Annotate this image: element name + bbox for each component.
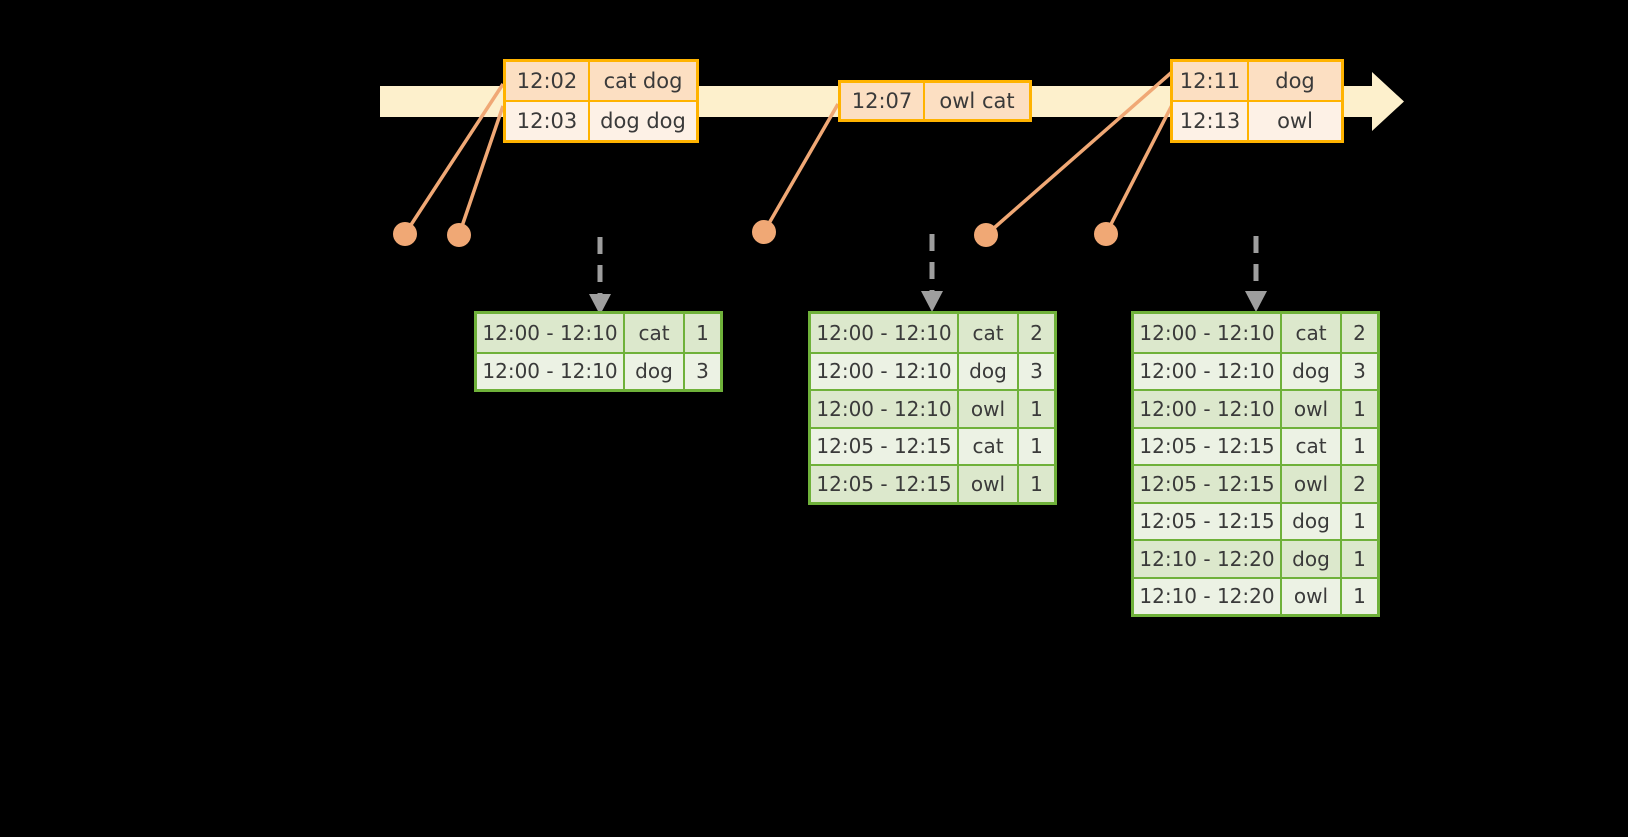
cell-key: cat bbox=[957, 428, 1017, 464]
event-time: 12:02 bbox=[516, 69, 578, 93]
result-table-3[interactable]: 12:00 - 12:10 cat 2 12:00 - 12:10 dog 3 … bbox=[1131, 311, 1380, 617]
cell-count: 2 bbox=[1017, 314, 1054, 352]
event-marker-dot bbox=[974, 223, 998, 247]
cell-window: 12:05 - 12:15 bbox=[816, 471, 952, 496]
cell-window: 12:00 - 12:10 bbox=[1139, 396, 1275, 421]
event-time: 12:03 bbox=[516, 109, 578, 133]
cell-window: 12:00 - 12:10 bbox=[482, 320, 618, 345]
event-row[interactable]: 12:11 dog bbox=[1173, 62, 1341, 100]
cell-count: 3 bbox=[683, 353, 720, 389]
cell-key: dog bbox=[1280, 541, 1340, 577]
cell-key: owl bbox=[1280, 466, 1340, 502]
cell-count: 1 bbox=[1340, 428, 1377, 464]
cell-key: owl bbox=[957, 391, 1017, 427]
event-group-1[interactable]: 12:02 cat dog 12:03 dog dog bbox=[503, 59, 699, 143]
cell-key: dog bbox=[957, 353, 1017, 389]
cell-count: 2 bbox=[1340, 314, 1377, 352]
event-marker-dot bbox=[1094, 222, 1118, 246]
cell-key: owl bbox=[957, 466, 1017, 502]
cell-window: 12:00 - 12:10 bbox=[816, 320, 952, 345]
cell-count: 1 bbox=[1017, 466, 1054, 502]
dashed-arrow-to-table-1 bbox=[589, 237, 611, 315]
table-row[interactable]: 12:05 - 12:15 owl 1 bbox=[811, 464, 1054, 502]
cell-key: owl bbox=[1280, 391, 1340, 427]
connector-line-1 bbox=[403, 83, 505, 235]
cell-count: 3 bbox=[1017, 353, 1054, 389]
cell-key: cat bbox=[1280, 314, 1340, 352]
cell-count: 1 bbox=[1340, 503, 1377, 539]
table-row[interactable]: 12:00 - 12:10 dog 3 bbox=[811, 351, 1054, 389]
event-row[interactable]: 12:07 owl cat bbox=[841, 83, 1029, 119]
cell-window: 12:00 - 12:10 bbox=[816, 359, 952, 384]
cell-window: 12:05 - 12:15 bbox=[1139, 509, 1275, 534]
cell-key: dog bbox=[623, 353, 683, 389]
event-time: 12:07 bbox=[851, 89, 913, 113]
cell-key: cat bbox=[1280, 428, 1340, 464]
table-row[interactable]: 12:10 - 12:20 owl 1 bbox=[1134, 576, 1377, 614]
cell-window: 12:00 - 12:10 bbox=[816, 396, 952, 421]
cell-key: dog bbox=[1280, 353, 1340, 389]
event-value: dog dog bbox=[588, 102, 696, 140]
event-row[interactable]: 12:13 owl bbox=[1173, 100, 1341, 140]
cell-window: 12:05 - 12:15 bbox=[1139, 434, 1275, 459]
cell-window: 12:00 - 12:10 bbox=[1139, 320, 1275, 345]
table-row[interactable]: 12:05 - 12:15 cat 1 bbox=[811, 426, 1054, 464]
event-marker-dot bbox=[447, 223, 471, 247]
cell-count: 3 bbox=[1340, 353, 1377, 389]
dashed-arrow-to-table-3 bbox=[1245, 236, 1267, 312]
cell-count: 1 bbox=[1017, 428, 1054, 464]
table-row[interactable]: 12:10 - 12:20 dog 1 bbox=[1134, 539, 1377, 577]
table-row[interactable]: 12:00 - 12:10 cat 1 bbox=[477, 314, 720, 352]
event-row[interactable]: 12:02 cat dog bbox=[506, 62, 696, 100]
cell-count: 1 bbox=[1340, 578, 1377, 614]
event-marker-dot bbox=[393, 222, 417, 246]
connector-line-2 bbox=[457, 105, 505, 236]
event-row[interactable]: 12:03 dog dog bbox=[506, 100, 696, 140]
table-row[interactable]: 12:05 - 12:15 dog 1 bbox=[1134, 501, 1377, 539]
table-row[interactable]: 12:00 - 12:10 owl 1 bbox=[1134, 389, 1377, 427]
event-value: cat dog bbox=[588, 62, 696, 100]
dashed-arrow-to-table-2 bbox=[921, 234, 943, 312]
event-group-3[interactable]: 12:11 dog 12:13 owl bbox=[1170, 59, 1344, 143]
event-value: dog bbox=[1247, 62, 1341, 100]
event-time: 12:13 bbox=[1179, 109, 1241, 133]
event-time: 12:11 bbox=[1179, 69, 1241, 93]
cell-key: cat bbox=[957, 314, 1017, 352]
connector-line-4 bbox=[984, 70, 1174, 237]
cell-count: 1 bbox=[1340, 391, 1377, 427]
connector-line-5 bbox=[1104, 104, 1174, 235]
event-group-2[interactable]: 12:07 owl cat bbox=[838, 80, 1032, 122]
table-row[interactable]: 12:05 - 12:15 owl 2 bbox=[1134, 464, 1377, 502]
result-table-2[interactable]: 12:00 - 12:10 cat 2 12:00 - 12:10 dog 3 … bbox=[808, 311, 1057, 505]
cell-window: 12:05 - 12:15 bbox=[816, 434, 952, 459]
result-table-1[interactable]: 12:00 - 12:10 cat 1 12:00 - 12:10 dog 3 bbox=[474, 311, 723, 392]
event-value: owl bbox=[1247, 102, 1341, 140]
cell-key: owl bbox=[1280, 578, 1340, 614]
cell-window: 12:10 - 12:20 bbox=[1139, 546, 1275, 571]
connector-line-3 bbox=[762, 103, 840, 233]
cell-count: 2 bbox=[1340, 466, 1377, 502]
table-row[interactable]: 12:00 - 12:10 dog 3 bbox=[477, 351, 720, 389]
cell-window: 12:00 - 12:10 bbox=[1139, 359, 1275, 384]
cell-count: 1 bbox=[1017, 391, 1054, 427]
event-value: owl cat bbox=[923, 83, 1029, 119]
event-marker-dot bbox=[752, 220, 776, 244]
cell-window: 12:05 - 12:15 bbox=[1139, 471, 1275, 496]
table-row[interactable]: 12:05 - 12:15 cat 1 bbox=[1134, 426, 1377, 464]
cell-count: 1 bbox=[1340, 541, 1377, 577]
cell-key: cat bbox=[623, 314, 683, 352]
cell-window: 12:10 - 12:20 bbox=[1139, 584, 1275, 609]
cell-key: dog bbox=[1280, 503, 1340, 539]
table-row[interactable]: 12:00 - 12:10 cat 2 bbox=[1134, 314, 1377, 352]
table-row[interactable]: 12:00 - 12:10 dog 3 bbox=[1134, 351, 1377, 389]
cell-count: 1 bbox=[683, 314, 720, 352]
table-row[interactable]: 12:00 - 12:10 owl 1 bbox=[811, 389, 1054, 427]
cell-window: 12:00 - 12:10 bbox=[482, 359, 618, 384]
table-row[interactable]: 12:00 - 12:10 cat 2 bbox=[811, 314, 1054, 352]
